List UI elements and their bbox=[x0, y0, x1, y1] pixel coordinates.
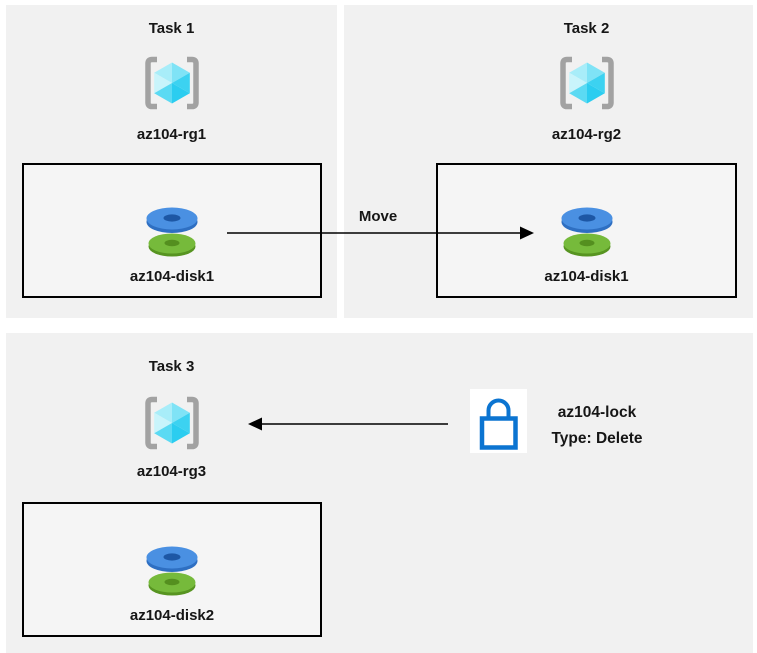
resource-group-label: az104-rg1 bbox=[136, 126, 207, 143]
task3-panel: Task 3 az104-rg3 az104-disk2 bbox=[6, 333, 753, 653]
task1-column: Task 1 az104-rg1 az104-disk1 bbox=[6, 5, 337, 318]
lock-caption: az104-lock Type: Delete bbox=[527, 400, 667, 452]
disk-icon bbox=[561, 207, 612, 257]
resource-group-icon bbox=[143, 395, 201, 451]
task3-disk-box: az104-disk2 bbox=[22, 502, 322, 637]
resource-group-label: az104-rg3 bbox=[136, 463, 207, 480]
move-arrow-label: Move bbox=[358, 208, 398, 225]
resource-group-label: az104-rg2 bbox=[551, 126, 622, 143]
resource-group-icon bbox=[558, 55, 616, 111]
task2-disk-box: az104-disk1 bbox=[436, 163, 737, 298]
task2-column: Task 2 az104-rg2 az104-disk1 bbox=[436, 5, 737, 318]
task3-column: Task 3 az104-rg3 az104-disk2 bbox=[6, 333, 337, 653]
disk-label: az104-disk2 bbox=[129, 607, 215, 624]
task1-disk-box: az104-disk1 bbox=[22, 163, 322, 298]
move-arrow bbox=[227, 226, 534, 240]
task1-panel: Task 1 az104-rg1 az104-disk1 bbox=[6, 5, 337, 318]
lock-type: Type: Delete bbox=[551, 430, 643, 447]
task2-title: Task 2 bbox=[563, 20, 610, 37]
task2-panel: Task 2 az104-rg2 az104-disk1 bbox=[344, 5, 753, 318]
lock-arrow bbox=[248, 417, 448, 431]
task3-title: Task 3 bbox=[148, 358, 195, 375]
disk-label: az104-disk1 bbox=[544, 268, 629, 285]
disk-label: az104-disk1 bbox=[129, 268, 215, 285]
disk-icon bbox=[146, 207, 198, 257]
disk-icon bbox=[146, 546, 198, 596]
task1-title: Task 1 bbox=[148, 20, 195, 37]
resource-group-icon bbox=[143, 55, 201, 111]
lock-icon bbox=[470, 389, 527, 453]
lock-name: az104-lock bbox=[557, 404, 637, 421]
